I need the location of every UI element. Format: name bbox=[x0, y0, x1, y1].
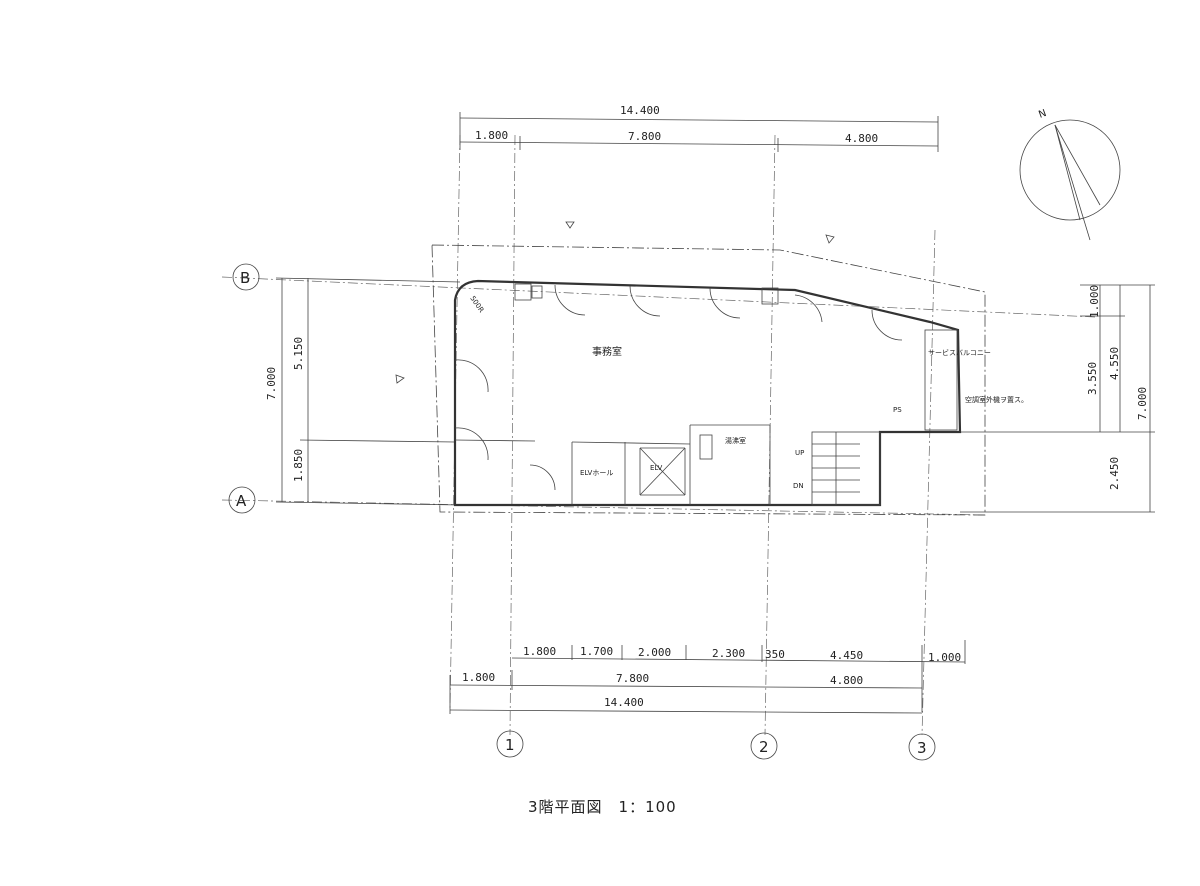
dim-top-total: 14.400 bbox=[620, 104, 660, 117]
axis-b-circle bbox=[232, 263, 260, 291]
axis-a-circle bbox=[228, 486, 256, 514]
room-kitchen: 湯沸室 bbox=[725, 436, 746, 445]
corner-radius-label: 500R bbox=[468, 295, 485, 315]
right-dimensions: 1.000 3.550 4.550 7.000 2.450 bbox=[920, 284, 1155, 513]
room-elv: ELV bbox=[650, 464, 663, 472]
dim-top-2: 7.800 bbox=[628, 130, 661, 143]
dim-top-3: 4.800 bbox=[845, 132, 878, 145]
dim-left-upper: 5.150 bbox=[292, 337, 305, 370]
stair-dn: DN bbox=[793, 482, 804, 490]
axis-markers: B A 1 2 3 bbox=[228, 263, 936, 761]
dim-right-total: 7.000 bbox=[1136, 387, 1149, 420]
dim-bottom-2-1: 1.800 bbox=[462, 671, 495, 684]
room-shaft: PS bbox=[893, 406, 902, 414]
axis-3-circle bbox=[908, 733, 936, 761]
dim-bottom-1-6: 4.450 bbox=[830, 649, 863, 662]
room-elv-hall: ELVホール bbox=[580, 469, 613, 477]
dim-bottom-2-3: 4.800 bbox=[830, 674, 863, 687]
room-labels: 事務室 ELVホール ELV 湯沸室 500R サービスバルコニー 空調室外機ヲ… bbox=[468, 295, 1028, 490]
drawing-title: 3階平面図 1：100 bbox=[528, 798, 677, 816]
dim-right-span: 4.550 bbox=[1108, 347, 1121, 380]
axis-3-label: 3 bbox=[917, 739, 927, 757]
dim-left-lower: 1.850 bbox=[292, 449, 305, 482]
dim-bottom-1-1: 1.800 bbox=[523, 645, 556, 658]
dim-right-mid: 3.550 bbox=[1086, 362, 1099, 395]
dim-left-total: 7.000 bbox=[265, 367, 278, 400]
dim-bottom-total: 14.400 bbox=[604, 696, 644, 709]
building-outline bbox=[431, 244, 986, 516]
axis-a-label: A bbox=[236, 492, 247, 510]
dim-right-bottom: 2.450 bbox=[1108, 457, 1121, 490]
dim-bottom-1-3: 2.000 bbox=[638, 646, 671, 659]
dim-bottom-1-4: 2.300 bbox=[712, 647, 745, 660]
dim-bottom-1-7: 1.000 bbox=[928, 651, 961, 664]
north-label: N bbox=[1037, 108, 1048, 121]
dim-top-1: 1.800 bbox=[475, 129, 508, 142]
dim-right-top: 1.000 bbox=[1088, 285, 1101, 318]
dim-bottom-1-5: 350 bbox=[765, 648, 785, 661]
axis-1-label: 1 bbox=[505, 736, 515, 754]
bottom-dimensions: 1.800 1.700 2.000 2.300 350 4.450 1.000 … bbox=[449, 640, 966, 714]
room-office: 事務室 bbox=[592, 345, 622, 358]
outdoor-unit-note: 空調室外機ヲ置ス。 bbox=[965, 395, 1028, 404]
top-dimensions: 14.400 1.800 7.800 4.800 bbox=[459, 104, 939, 152]
axis-b-label: B bbox=[240, 269, 250, 287]
level-marks bbox=[395, 221, 835, 384]
left-dimensions: 7.000 5.150 1.850 bbox=[265, 277, 461, 506]
north-arrow-icon: N bbox=[1019, 108, 1121, 241]
dim-bottom-2-2: 7.800 bbox=[616, 672, 649, 685]
axis-2-circle bbox=[750, 732, 778, 760]
stair-up: UP bbox=[795, 449, 804, 457]
axis-1-circle bbox=[496, 730, 524, 758]
axis-2-label: 2 bbox=[759, 738, 769, 756]
grid-lines bbox=[221, 134, 1096, 736]
room-service: サービスバルコニー bbox=[928, 348, 991, 357]
dim-bottom-1-2: 1.700 bbox=[580, 645, 613, 658]
